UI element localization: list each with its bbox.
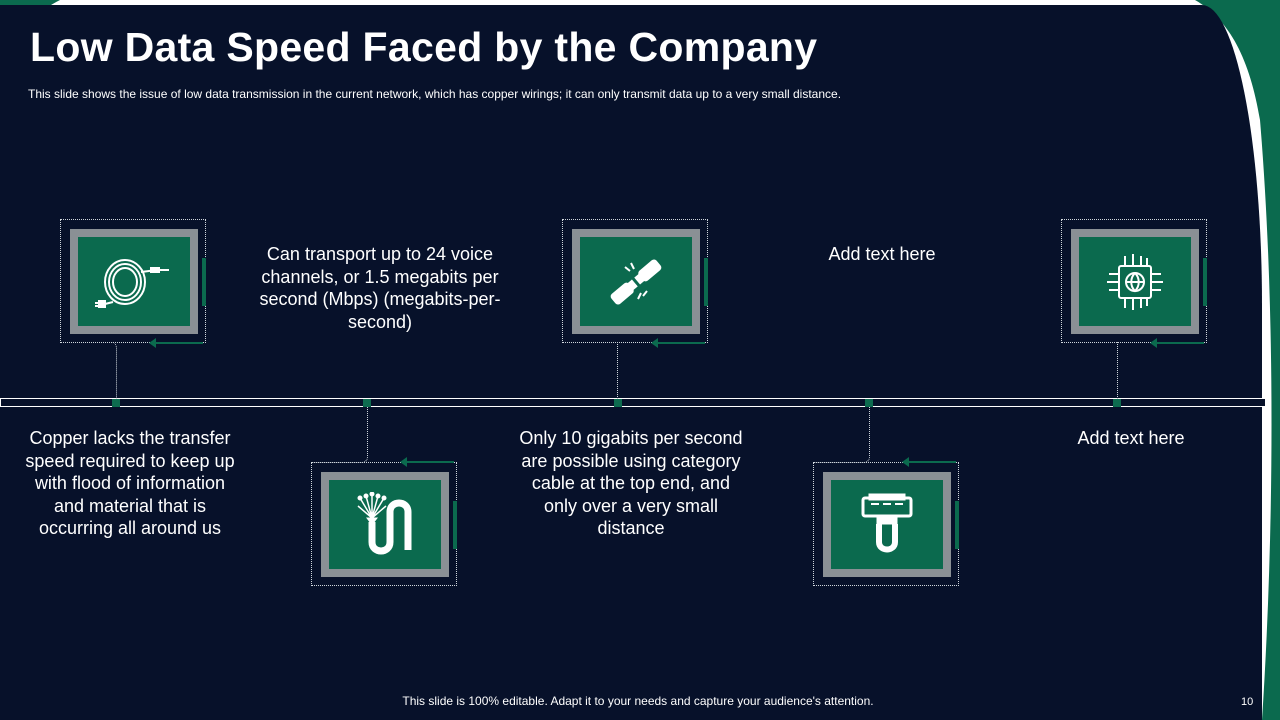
page-subtitle: This slide shows the issue of low data t… — [28, 87, 842, 101]
fiber-optic-cable-icon — [357, 491, 412, 554]
page-number: 10 — [1241, 696, 1254, 708]
connector-line — [562, 342, 618, 399]
timeline-dot — [614, 399, 622, 407]
item-text-1: Copper lacks the transfer speed required… — [25, 428, 235, 538]
connector-line — [312, 407, 368, 463]
icon-card-1 — [60, 219, 206, 348]
timeline-bar — [0, 398, 1266, 407]
cable-plug-icon — [95, 258, 169, 308]
item-text-2: Can transport up to 24 voice channels, o… — [259, 244, 501, 332]
timeline-dot — [363, 399, 371, 407]
icon-card-4 — [813, 457, 959, 586]
icon-card-3 — [562, 219, 708, 348]
usb-cable-icon — [861, 493, 913, 552]
timeline-dot — [1113, 399, 1121, 407]
timeline-dot — [112, 399, 120, 407]
page-title: Low Data Speed Faced by the Company — [30, 24, 818, 70]
footer-note: This slide is 100% editable. Adapt it to… — [402, 694, 874, 708]
icon-card-5 — [1061, 219, 1207, 348]
globe-chip-icon — [1107, 253, 1163, 310]
slide-background — [0, 5, 1262, 720]
timeline-dot — [865, 399, 873, 407]
connector-line — [814, 407, 870, 463]
icon-card-2 — [311, 457, 457, 586]
item-text-3: Only 10 gigabits per second are possible… — [519, 428, 743, 538]
broken-connector-icon — [610, 258, 662, 305]
connector-line — [60, 342, 117, 399]
item-text-4: Add text here — [828, 244, 936, 264]
connector-line — [1062, 342, 1118, 399]
item-text-5: Add text here — [1077, 428, 1185, 448]
